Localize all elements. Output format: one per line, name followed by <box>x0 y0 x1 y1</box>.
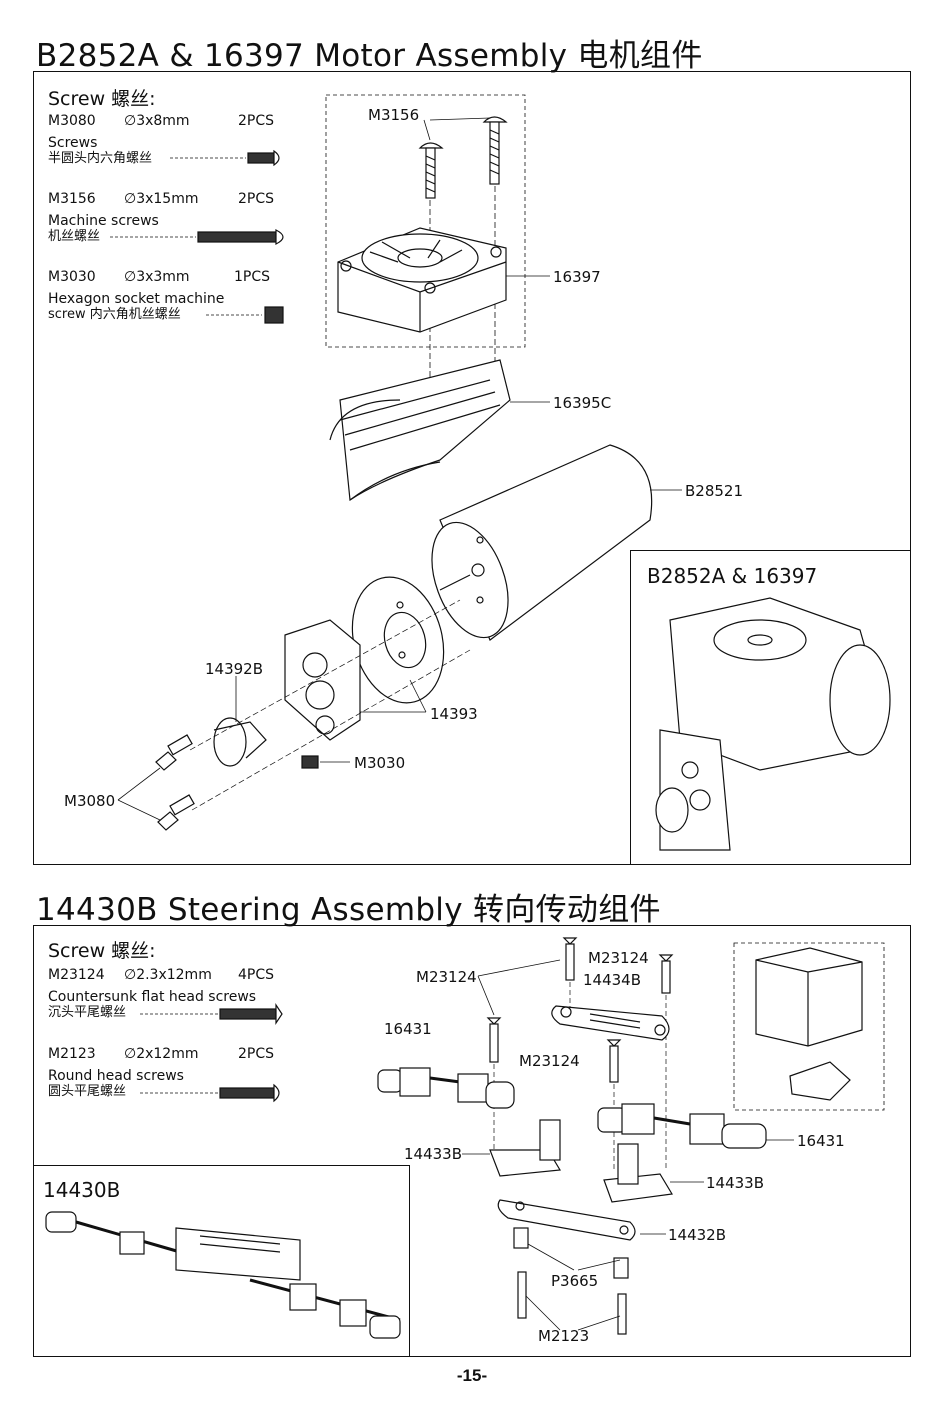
steering-inset-title: 14430B <box>43 1178 121 1202</box>
screw-m2123-drawing <box>517 1271 627 1335</box>
label-14433b: 14433B <box>706 1174 765 1192</box>
screw-code: M3030 <box>48 269 96 285</box>
motor-inset-title: B2852A & 16397 <box>647 564 818 588</box>
steering-section-title: 14430B Steering Assembly 转向传动组件 <box>36 892 661 928</box>
screw-size: ∅3x15mm <box>124 191 199 207</box>
label-b28521: B28521 <box>685 482 744 500</box>
screw-code: M23124 <box>48 967 105 983</box>
screw-qty: 4PCS <box>238 967 275 983</box>
screw-m2123-icon <box>140 1083 280 1103</box>
label-m3030: M3030 <box>354 754 406 772</box>
label-16431: 16431 <box>384 1020 432 1038</box>
screw-m3080-icon <box>170 149 280 167</box>
servo-drawing <box>755 947 863 1101</box>
label-m23124: M23124 <box>519 1052 580 1070</box>
screw-desc: Screws <box>48 135 98 151</box>
screw-size: ∅3x3mm <box>124 269 190 285</box>
motor-diagram-frame <box>33 71 911 865</box>
label-16395c: 16395C <box>553 394 612 412</box>
link-14434b-drawing <box>551 1005 670 1041</box>
screw-desc: Hexagon socket machine <box>48 291 225 307</box>
label-14433b: 14433B <box>404 1145 463 1163</box>
mount-14392b-drawing <box>284 619 361 741</box>
screw-desc: Countersunk flat head screws <box>48 989 257 1005</box>
screw-code: M3156 <box>48 191 96 207</box>
pinion-drawing <box>213 717 267 767</box>
motor-b28521-drawing <box>431 444 653 641</box>
motor-screw-header: Screw 螺丝: <box>48 88 156 110</box>
rod-16431-drawing <box>597 1103 767 1149</box>
link-14432b-drawing <box>497 1199 636 1241</box>
screw-m3156-drawing <box>418 116 508 199</box>
screw-desc-cn: 半圆头内六角螺丝 <box>48 151 153 166</box>
rod-16431-drawing <box>377 1067 515 1109</box>
screw-m23124-drawing <box>486 937 674 1083</box>
screw-desc: Round head screws <box>48 1068 184 1084</box>
screw-qty: 1PCS <box>234 269 271 285</box>
label-p3665: P3665 <box>551 1272 599 1290</box>
screw-desc: Machine screws <box>48 213 159 229</box>
label-m3156: M3156 <box>368 106 420 124</box>
screw-size: ∅2x12mm <box>124 1046 199 1062</box>
steering-diagram-frame <box>33 925 911 1357</box>
steering-assembled-inset <box>33 1165 410 1357</box>
screw-m3080-drawing <box>155 734 195 831</box>
screw-desc-cn: 沉头平尾螺丝 <box>48 1005 127 1020</box>
plate-14393-drawing <box>351 576 445 704</box>
screw-code: M2123 <box>48 1046 96 1062</box>
screw-qty: 2PCS <box>238 1046 275 1062</box>
fan-16397-drawing <box>337 227 507 333</box>
screw-code: M3080 <box>48 113 96 129</box>
heatsink-16395c-drawing <box>329 359 511 502</box>
label-16431: 16431 <box>797 1132 845 1150</box>
screw-qty: 2PCS <box>238 191 275 207</box>
screw-size: ∅3x8mm <box>124 113 190 129</box>
label-14434b: 14434B <box>583 971 642 989</box>
screw-m3030-icon <box>206 306 284 324</box>
screw-desc-cn: 机丝螺丝 <box>48 229 101 244</box>
screw-m23124-icon <box>140 1003 283 1025</box>
screw-desc-cn: screw 内六角机丝螺丝 <box>48 307 181 322</box>
label-m23124: M23124 <box>588 949 649 967</box>
motor-section-title: B2852A & 16397 Motor Assembly 电机组件 <box>36 38 703 74</box>
screw-m3156-icon <box>110 229 284 245</box>
label-16397: 16397 <box>553 268 601 286</box>
assembled-steering-drawing <box>45 1211 401 1339</box>
page-number: -15- <box>456 1366 488 1385</box>
steering-screw-header: Screw 螺丝: <box>48 940 156 962</box>
screw-qty: 2PCS <box>238 113 275 129</box>
label-14393: 14393 <box>430 705 478 723</box>
label-m23124: M23124 <box>416 968 477 986</box>
label-14392b: 14392B <box>205 660 264 678</box>
label-m3080: M3080 <box>64 792 116 810</box>
screw-desc-cn: 圆头平尾螺丝 <box>48 1084 127 1099</box>
screw-size: ∅2.3x12mm <box>124 967 212 983</box>
motor-exploded-drawing <box>110 94 891 851</box>
label-m2123: M2123 <box>538 1327 590 1345</box>
bellcrank-14433b-drawing <box>489 1119 673 1203</box>
label-14432b: 14432B <box>668 1226 727 1244</box>
assembled-motor-drawing <box>655 597 891 851</box>
motor-assembled-inset <box>630 550 911 865</box>
